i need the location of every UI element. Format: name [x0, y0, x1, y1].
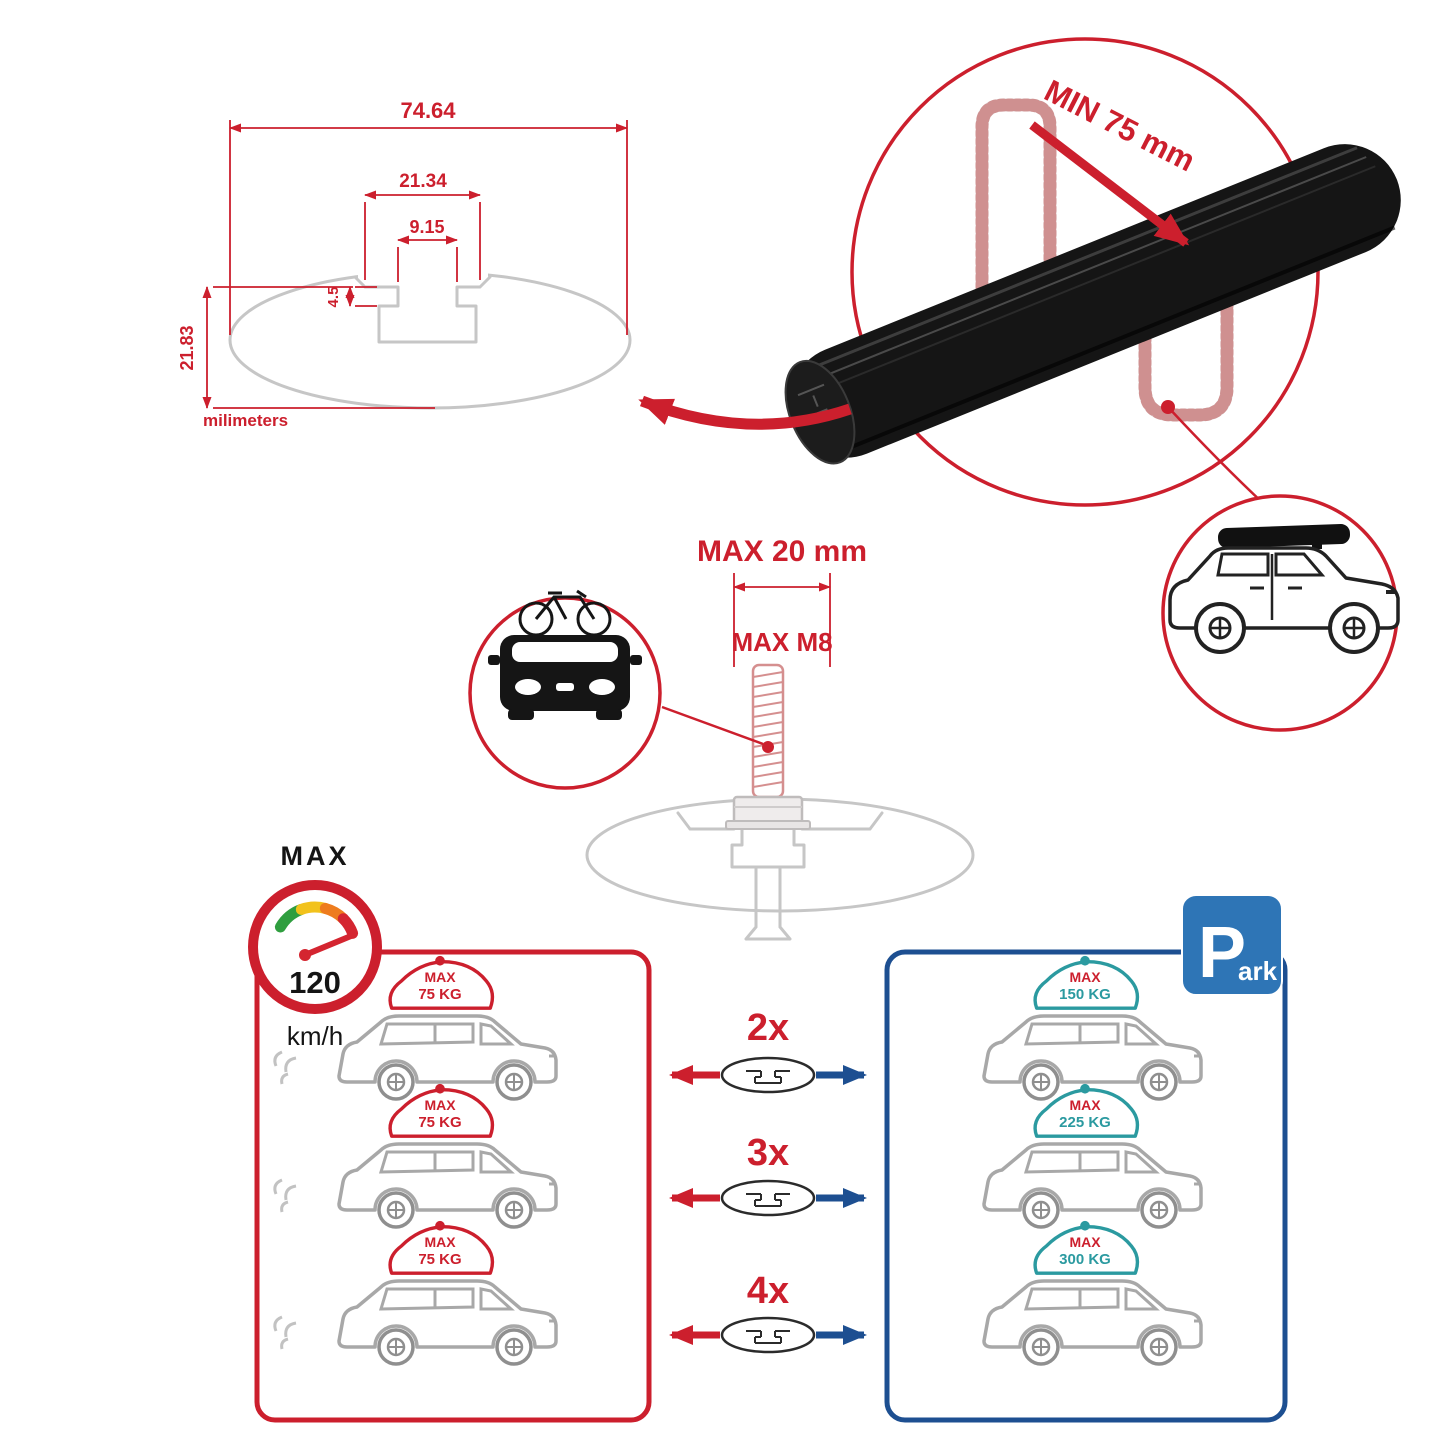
speed-lines [273, 1050, 297, 1085]
load-comparison-panels: P ark MAX 75 KG MAX 75 KG MAX 75 KG [254, 894, 1288, 1423]
load-label-value: 75 KG [418, 986, 461, 1003]
crossbar-section-icon [720, 1056, 816, 1094]
bar-count-row-3: 4x [669, 1270, 867, 1354]
load-label-value: 225 KG [1059, 1114, 1111, 1131]
parked-car-row-1: MAX 150 KG [982, 954, 1203, 1101]
parked-car-row-2: MAX 225 KG [982, 1082, 1203, 1229]
park-sign: P ark [1181, 894, 1283, 996]
park-sign-suffix: ark [1238, 956, 1278, 986]
crossbar-profile-dimension-diagram: 74.64 21.34 9.15 4.5 21.83 milimeters [177, 98, 632, 430]
speed-max-heading: MAX [281, 841, 350, 871]
bar-count-label: 2x [747, 1007, 789, 1049]
gauge-needle [299, 933, 354, 961]
driving-car-row-2: MAX 75 KG [273, 1082, 558, 1229]
load-label-value: 150 KG [1059, 986, 1111, 1003]
suv-roofbox-circle [1161, 494, 1400, 732]
speed-unit: km/h [287, 1021, 343, 1051]
load-label-max: MAX [1069, 969, 1101, 985]
dim-total-height: 21.83 [177, 325, 197, 370]
min-span-arrow [1029, 121, 1190, 247]
dimension-lines [202, 120, 628, 409]
u-bolt-right [1138, 258, 1234, 422]
load-label-value: 75 KG [418, 1114, 461, 1131]
car-front-icon [488, 635, 642, 720]
load-label-value: 300 KG [1059, 1251, 1111, 1268]
max-length-label: MAX 20 mm [697, 535, 867, 568]
bar-count-label: 3x [747, 1132, 789, 1174]
speed-limit-gauge: MAX 120 km/h [248, 841, 382, 1051]
bar-count-label: 4x [747, 1270, 789, 1312]
load-label-value: 75 KG [418, 1251, 461, 1268]
bolt-dimension-lines [733, 573, 831, 667]
load-label-max: MAX [424, 1097, 456, 1113]
bar-count-row-2: 3x [669, 1132, 867, 1217]
units-label: milimeters [203, 411, 288, 430]
bolt-dimension-diagram: MAX 20 mm MAX M8 [468, 535, 975, 941]
u-bolt-left [975, 98, 1057, 302]
parked-car-row-3: MAX 300 KG [982, 1219, 1203, 1366]
crossbar-render-detail: MIN 75 mm [638, 37, 1401, 507]
driving-car-row-1: MAX 75 KG [273, 954, 558, 1101]
t-bolt-icon [725, 663, 811, 830]
gauge-arc-segments [274, 901, 359, 939]
crossbar-section-icon [720, 1316, 816, 1354]
load-label-max: MAX [424, 1234, 456, 1250]
crossbar-profile-outline [228, 260, 632, 410]
dim-slot-width: 9.15 [409, 217, 444, 237]
arrow-to-profile-diagram [638, 395, 852, 430]
crossbar-section-icon [720, 1179, 816, 1217]
speed-lines [273, 1315, 297, 1350]
dim-lip-depth: 4.5 [325, 287, 342, 308]
driving-car-row-3: MAX 75 KG [273, 1219, 558, 1366]
dim-total-width: 74.64 [400, 98, 456, 123]
thread-label: MAX M8 [731, 627, 832, 657]
load-label-max: MAX [1069, 1097, 1101, 1113]
speed-value: 120 [289, 965, 341, 1000]
park-sign-letter: P [1198, 913, 1246, 993]
leader-to-car-circle [1167, 406, 1266, 506]
suv-roofbox-icon [1168, 524, 1400, 654]
speed-lines [273, 1178, 297, 1213]
bolt-pointer-dot [762, 741, 774, 753]
bolt-leader-line [661, 705, 764, 746]
load-label-max: MAX [1069, 1234, 1101, 1250]
load-label-max: MAX [424, 969, 456, 985]
dim-channel-width: 21.34 [399, 171, 447, 192]
bar-count-row-1: 2x [669, 1007, 867, 1094]
